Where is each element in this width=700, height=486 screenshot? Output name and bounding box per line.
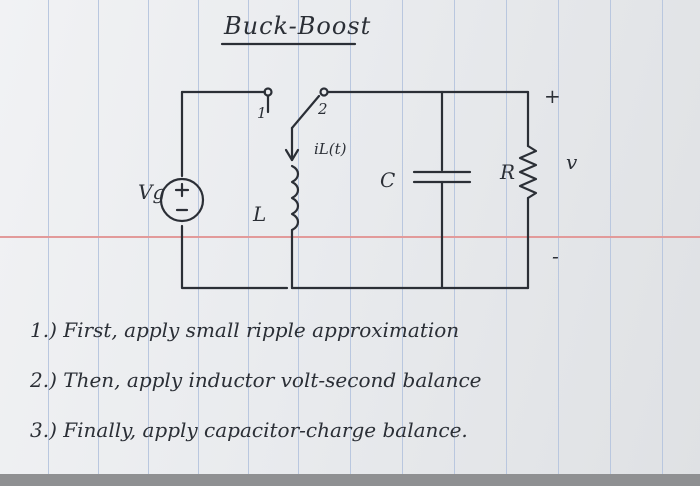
voltage-source-symbol <box>159 177 205 223</box>
margin-line <box>0 236 700 238</box>
source-plus <box>174 182 190 198</box>
step-3: 3.) Finally, apply capacitor-charge bala… <box>30 418 468 442</box>
current-arrow <box>284 148 300 162</box>
inductor-coil <box>290 164 300 232</box>
inductor-label: L <box>253 202 267 226</box>
ruled-line <box>198 0 199 486</box>
wire-source-bottom <box>180 224 289 290</box>
ruled-line <box>350 0 351 486</box>
ruled-line <box>506 0 507 486</box>
ruled-line <box>48 0 49 486</box>
ruled-line <box>248 0 249 486</box>
ruled-line <box>148 0 149 486</box>
output-voltage-label: v <box>566 150 578 174</box>
resistor-label: R <box>500 160 516 184</box>
resistor-zigzag <box>518 144 538 200</box>
switch-terminal-2 <box>319 87 329 97</box>
step-2: 2.) Then, apply inductor volt-second bal… <box>30 368 482 392</box>
ruled-line <box>454 0 455 486</box>
inductor-current-label: iL(t) <box>314 140 347 158</box>
capacitor-label: C <box>380 168 396 192</box>
source-label: Vg <box>138 180 166 204</box>
ruled-line <box>662 0 663 486</box>
ruled-line <box>402 0 403 486</box>
page-bottom-edge <box>0 474 700 486</box>
output-plus-sign: + <box>544 84 561 108</box>
ruled-line <box>298 0 299 486</box>
step-1: 1.) First, apply small ripple approximat… <box>30 318 460 342</box>
page-title: Buck-Boost <box>224 12 372 40</box>
ruled-line <box>610 0 611 486</box>
ruled-line <box>558 0 559 486</box>
output-minus-sign: - <box>552 244 559 268</box>
ruled-line <box>98 0 99 486</box>
switch-position-1-label: 1 <box>257 104 267 122</box>
switch-blade <box>290 94 321 130</box>
switch-position-2-label: 2 <box>318 100 328 118</box>
switch-terminal-1 <box>263 87 273 97</box>
